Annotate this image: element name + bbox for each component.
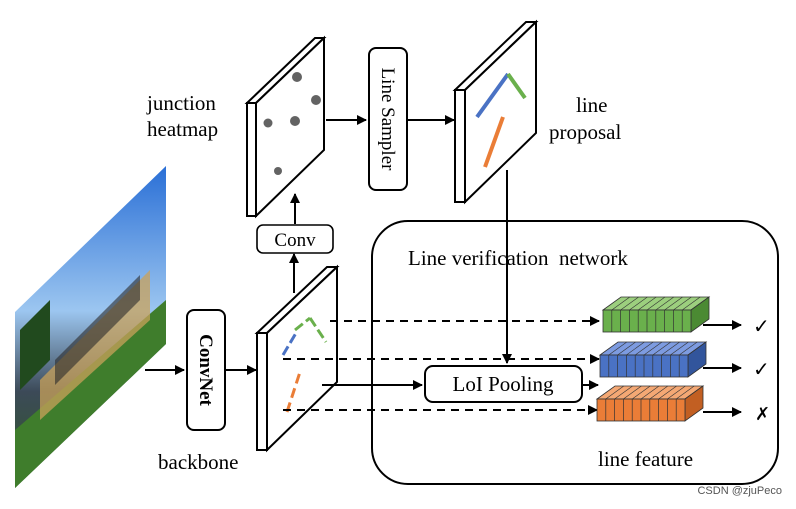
- junction-point: [292, 72, 302, 82]
- line-feature-blocks: [595, 296, 711, 422]
- line-feature-blue: [598, 341, 708, 378]
- backbone-orange-segment: [285, 371, 302, 413]
- input-house-image: [15, 166, 166, 488]
- backbone-green-segment-b: [308, 317, 328, 343]
- backbone-label: backbone: [158, 450, 238, 474]
- conv-box: Conv: [256, 224, 334, 254]
- proposal-blue-line: [475, 72, 510, 119]
- line-proposal-map: [452, 19, 539, 205]
- conv-label: Conv: [274, 230, 316, 251]
- line-sampler-label: Line Sampler: [377, 68, 398, 172]
- junction-point: [311, 95, 321, 105]
- line-proposal-label-line2: proposal: [549, 120, 621, 144]
- junction-heatmap-label-line1: junction: [146, 91, 216, 115]
- line-feature-orange: [595, 385, 705, 422]
- proposal-orange-line: [483, 116, 505, 168]
- proposal-green-line: [506, 72, 527, 100]
- verification-network-container: [371, 220, 779, 485]
- junction-point: [274, 167, 282, 175]
- verification-network-label: Line verification network: [408, 246, 628, 270]
- output-mark-orange: ✗: [755, 404, 770, 424]
- backbone-green-segment-a: [294, 316, 311, 332]
- convnet-label: ConvNet: [195, 334, 216, 406]
- loi-pooling-label: LoI Pooling: [453, 372, 554, 396]
- loi-pooling-box: LoI Pooling: [424, 365, 583, 403]
- output-mark-green: ✓: [753, 316, 770, 338]
- junction-point: [290, 116, 300, 126]
- junction-heatmap-map: [244, 35, 327, 219]
- line-feature-label: line feature: [598, 447, 693, 471]
- line-feature-green: [601, 296, 711, 333]
- convnet-box: ConvNet: [186, 309, 226, 431]
- watermark: CSDN @zjuPeco: [697, 485, 782, 497]
- backbone-blue-segment: [281, 332, 298, 356]
- output-mark-blue: ✓: [753, 359, 770, 381]
- line-proposal-label-line1: line: [576, 93, 608, 117]
- junction-heatmap-label-line2: heatmap: [147, 117, 218, 141]
- line-sampler-box: Line Sampler: [368, 47, 408, 191]
- junction-point: [263, 118, 273, 128]
